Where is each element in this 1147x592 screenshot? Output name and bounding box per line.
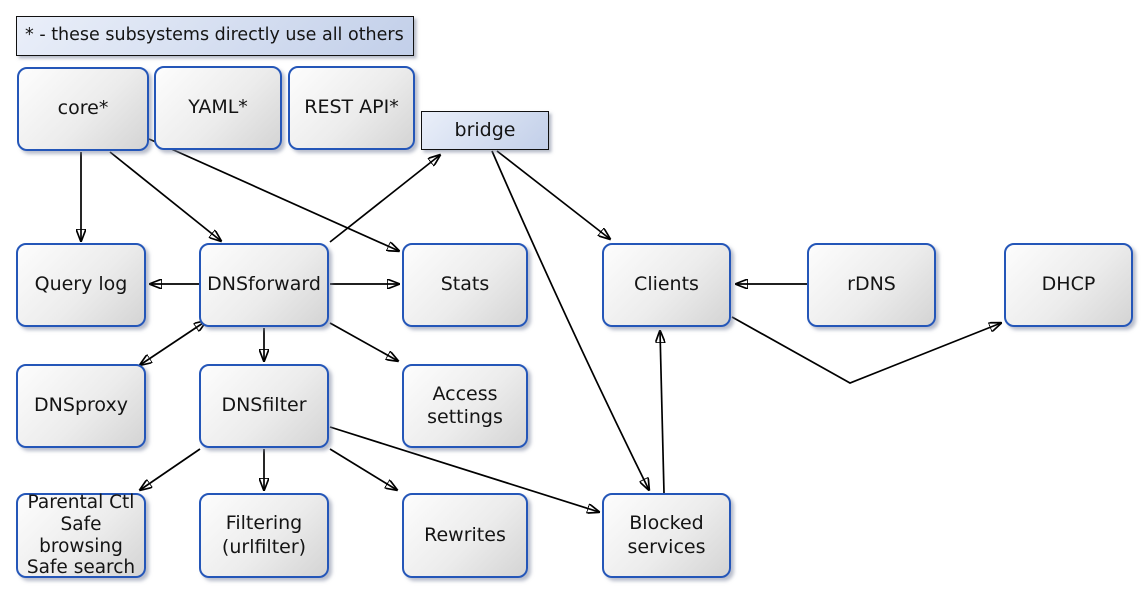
- edge-dnsforward-to-bridge: [329, 155, 440, 243]
- node-clients: Clients: [602, 243, 731, 327]
- node-filtering-urlfilter: Filtering (urlfilter): [199, 493, 329, 578]
- node-dhcp: DHCP: [1004, 243, 1133, 327]
- edge-dnsfilter-to-rewrites: [329, 448, 397, 490]
- node-bridge: bridge: [421, 111, 549, 150]
- edge-core-to-stats: [148, 138, 399, 251]
- node-rdns: rDNS: [807, 243, 936, 327]
- node-rest-api: REST API*: [288, 66, 415, 150]
- legend-box: * - these subsystems directly use all ot…: [16, 16, 414, 56]
- node-dnsfilter: DNSfilter: [199, 364, 329, 448]
- node-stats: Stats: [402, 243, 528, 327]
- node-dnsforward: DNSforward: [199, 243, 329, 327]
- node-rewrites: Rewrites: [402, 493, 528, 578]
- node-access-settings: Access settings: [402, 364, 528, 448]
- edge-dnsforward-dnsproxy: [140, 321, 206, 365]
- node-dnsproxy: DNSproxy: [16, 364, 146, 448]
- edge-dnsfilter-to-parental: [140, 448, 201, 490]
- node-yaml: YAML*: [154, 66, 282, 150]
- edge-dnsforward-to-access: [329, 322, 398, 361]
- node-core: core*: [17, 67, 149, 151]
- edge-bridge-to-clients: [496, 150, 610, 239]
- edge-blocked-to-clients: [660, 331, 664, 494]
- node-query-log: Query log: [16, 243, 146, 327]
- node-blocked-services: Blocked services: [602, 493, 731, 578]
- node-parental-safebrowsing-safesearch: Parental Ctl Safe browsing Safe search: [16, 492, 146, 578]
- edge-core-to-dnsforward: [109, 151, 221, 241]
